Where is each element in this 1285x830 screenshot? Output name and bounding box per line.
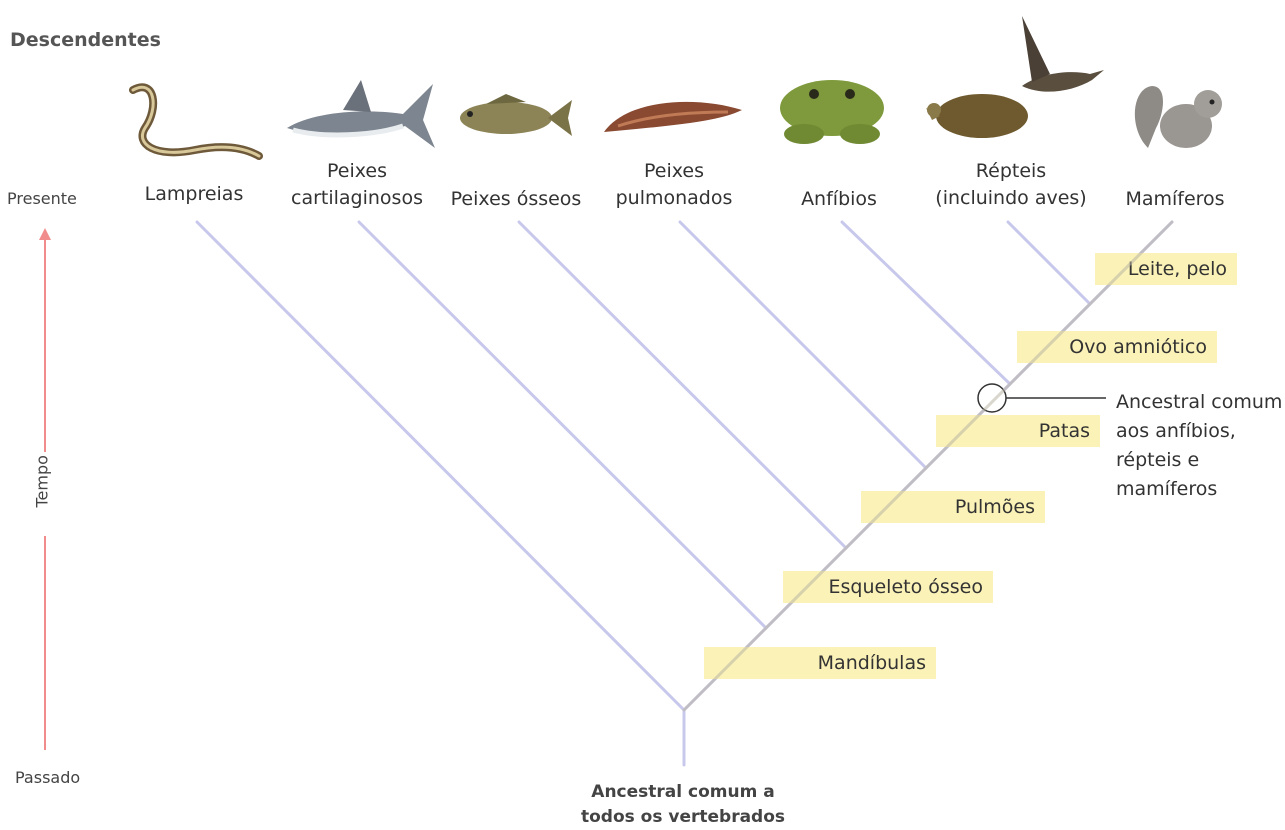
shark-icon [283, 74, 438, 154]
lungfish-icon [598, 92, 746, 142]
group-label-mamiferos: Mamíferos [1100, 186, 1250, 213]
group-label-peixes-pulmonados: Peixes pulmonados [584, 158, 764, 212]
frog-icon [774, 72, 889, 154]
lamprey-icon [125, 78, 265, 168]
common-ancestor-node [978, 384, 1006, 412]
trait-esqueleto-osseo: Esqueleto ósseo [783, 571, 993, 603]
branch-peixes-pulmonados [680, 222, 926, 468]
trait-mandibulas: Mandíbulas [704, 647, 936, 679]
branch-peixes-osseos [519, 222, 846, 548]
group-label-peixes-osseos: Peixes ósseos [426, 186, 606, 213]
group-label-repteis: Répteis (incluindo aves) [906, 158, 1116, 212]
branch-peixes-cartilaginosos [359, 222, 766, 628]
trait-patas: Patas [936, 415, 1100, 447]
trait-leite-pelo: Leite, pelo [1095, 253, 1237, 285]
branch-anfibios [842, 222, 1010, 384]
group-label-peixes-cartilaginosos: Peixes cartilaginosos [267, 158, 447, 212]
callout-common-ancestor: Ancestral comum aos anfíbios, répteis e … [1116, 388, 1282, 504]
squirrel-icon [1128, 78, 1228, 154]
bass-fish-icon [456, 90, 576, 142]
branch-repteis [1008, 222, 1090, 304]
group-label-lampreias: Lampreias [104, 181, 284, 208]
root-ancestor-label: Ancestral comum a todos os vertebrados [533, 780, 833, 830]
group-label-anfibios: Anfíbios [749, 186, 929, 213]
trait-pulmoes: Pulmões [861, 491, 1045, 523]
branch-main-trunk [684, 222, 1172, 710]
trait-ovo-amniotico: Ovo amniótico [1017, 331, 1217, 363]
branch-lampreias [197, 222, 684, 710]
turtle-and-goose-icon [922, 12, 1110, 152]
